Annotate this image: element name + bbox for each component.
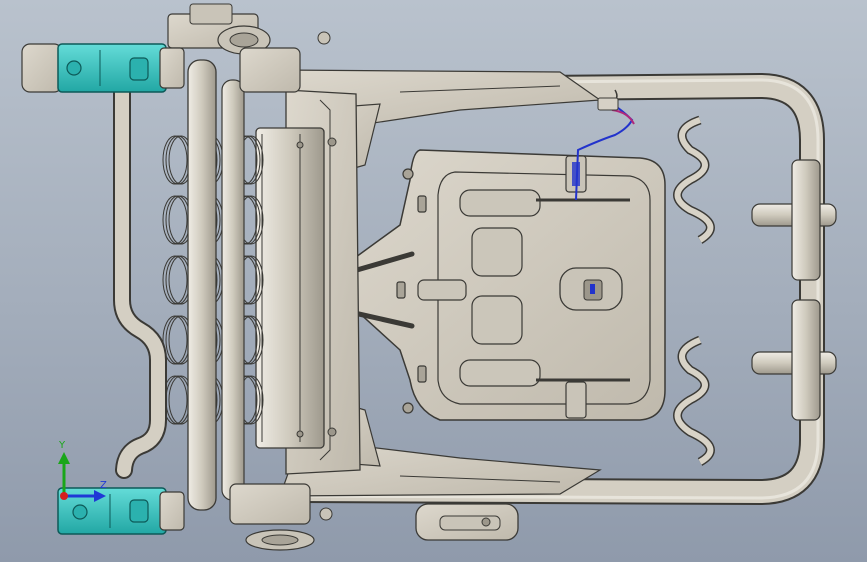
- z-axis-arrow: [64, 490, 106, 502]
- y-axis-label: Y: [59, 440, 66, 451]
- seat-pan-emboss: [417, 189, 541, 387]
- spring-coil-ring: [162, 255, 188, 305]
- rear-cross-tube[interactable]: [187, 59, 245, 511]
- right-tube-bracket-bottom[interactable]: [751, 299, 837, 421]
- latch-bottom[interactable]: [565, 381, 587, 419]
- track-bracket-top[interactable]: [21, 43, 185, 93]
- seat-pan-slots: [347, 168, 427, 414]
- spring-coil-ring: [165, 255, 191, 305]
- connector[interactable]: [597, 97, 619, 111]
- spring-coil-ring: [165, 135, 191, 185]
- track-bracket-bottom[interactable]: [57, 487, 185, 535]
- coordinate-triad: Y Z: [52, 440, 122, 510]
- zigzag-spring-bottom[interactable]: [673, 335, 715, 466]
- y-axis-arrow: [58, 452, 70, 496]
- spring-coil-ring: [165, 315, 191, 365]
- outer-frame-tube[interactable]: [287, 72, 825, 506]
- spring-coil-ring: [162, 315, 188, 365]
- spring-coil-ring: [165, 195, 191, 245]
- front-bar[interactable]: [255, 127, 325, 449]
- right-tube-bracket-top[interactable]: [751, 159, 837, 281]
- spring-coil-ring: [162, 135, 188, 185]
- spring-coil-ring: [162, 195, 188, 245]
- x-axis-dot: [60, 492, 68, 500]
- curved-rod[interactable]: [113, 81, 167, 479]
- z-axis-label: Z: [100, 480, 107, 491]
- zigzag-spring-top[interactable]: [673, 115, 715, 244]
- top-recliner-mechanism[interactable]: [167, 3, 331, 93]
- bottom-motor-housing[interactable]: [415, 503, 519, 541]
- seat-pan[interactable]: [340, 149, 666, 421]
- spring-coil-ring: [165, 375, 191, 425]
- bottom-recliner-mechanism[interactable]: [229, 483, 333, 551]
- center-mount[interactable]: [559, 267, 623, 311]
